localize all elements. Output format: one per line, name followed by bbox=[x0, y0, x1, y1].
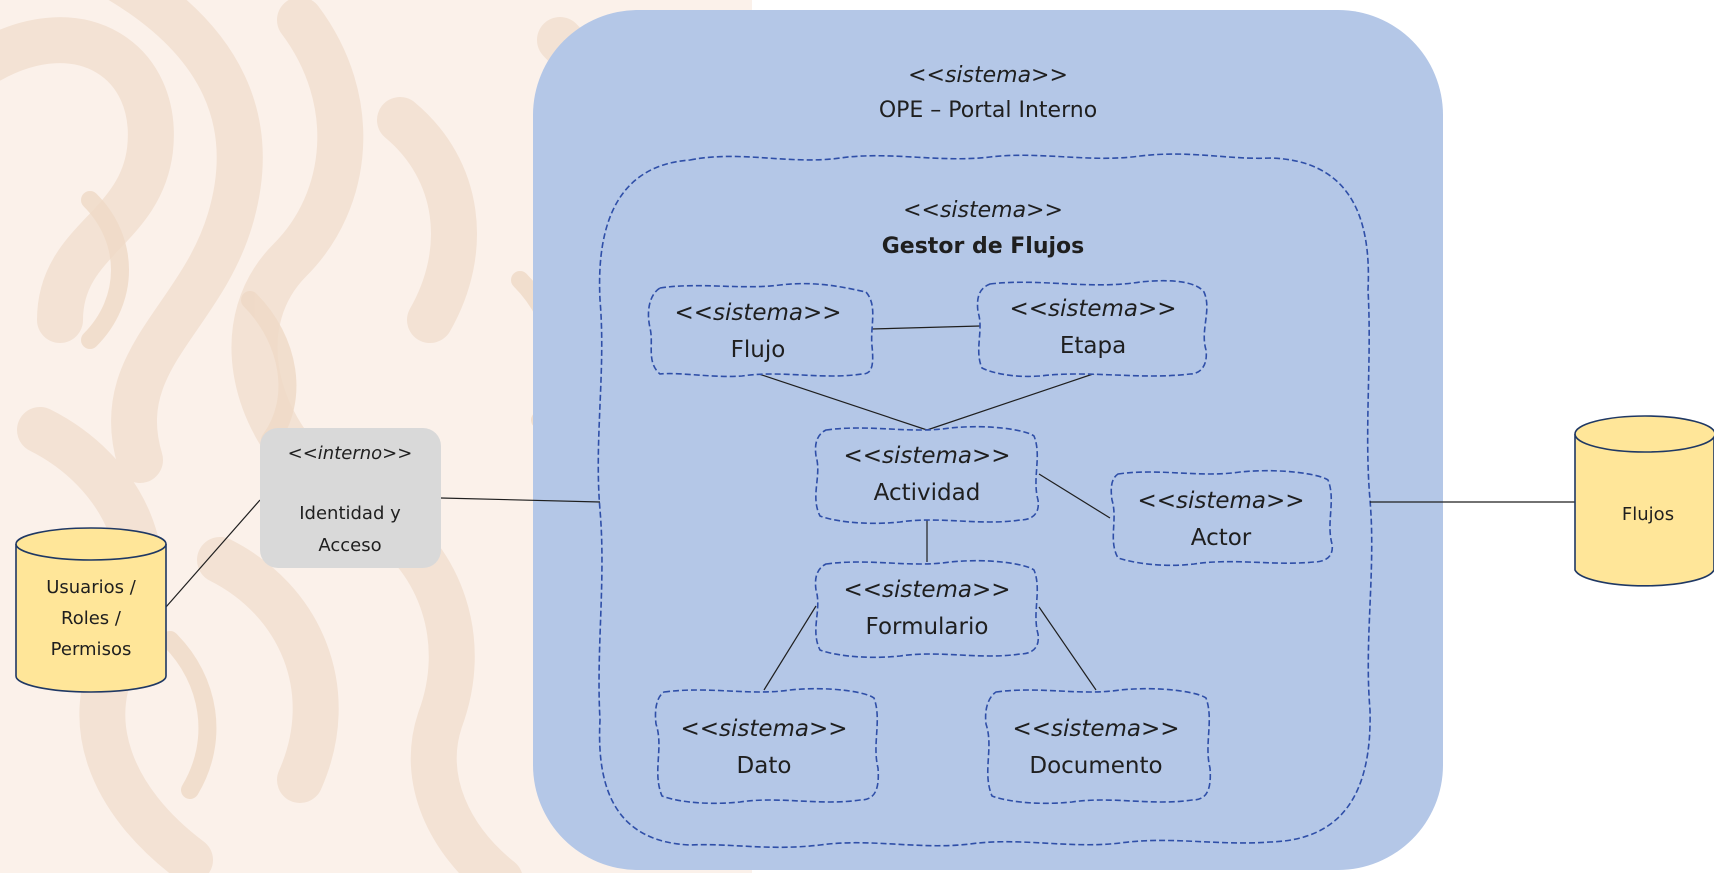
component-flujo-shape bbox=[647, 282, 874, 378]
component-documento: <<sistema>> Documento bbox=[984, 687, 1212, 805]
edge-identity-manager bbox=[440, 497, 601, 503]
users-db-line1: Usuarios / bbox=[46, 577, 137, 598]
component-actor-shape bbox=[1110, 469, 1334, 567]
edge-formulario-dato bbox=[763, 605, 817, 691]
component-dato-stereotype: <<sistema>> bbox=[680, 716, 847, 742]
users-db-line2: Roles / bbox=[61, 608, 122, 629]
users-database-top bbox=[15, 527, 167, 561]
component-etapa-stereotype: <<sistema>> bbox=[1009, 296, 1176, 322]
component-formulario-name: Formulario bbox=[866, 614, 989, 640]
component-flujo: <<sistema>> Flujo bbox=[647, 282, 874, 378]
component-actividad-stereotype: <<sistema>> bbox=[843, 443, 1010, 469]
component-dato-name: Dato bbox=[737, 753, 792, 779]
component-formulario: <<sistema>> Formulario bbox=[814, 559, 1040, 659]
identity-line1: Identidad y bbox=[299, 503, 401, 524]
edge-flujo-actividad bbox=[758, 373, 928, 431]
component-etapa-shape bbox=[976, 279, 1208, 378]
connectors bbox=[165, 325, 1575, 691]
edge-actividad-actor bbox=[1038, 473, 1111, 519]
component-actividad-shape bbox=[814, 425, 1040, 525]
component-etapa-name: Etapa bbox=[1060, 333, 1126, 359]
outer-system-stereotype: <<sistema>> bbox=[908, 63, 1068, 88]
flows-database-top bbox=[1574, 415, 1714, 453]
component-formulario-stereotype: <<sistema>> bbox=[843, 577, 1010, 603]
manager-title: Gestor de Flujos bbox=[882, 234, 1085, 259]
component-formulario-shape bbox=[814, 559, 1040, 659]
identity-access-shape bbox=[260, 428, 441, 568]
edge-flujo-etapa bbox=[870, 325, 981, 330]
component-dato-shape bbox=[654, 687, 880, 805]
identity-line2: Acceso bbox=[318, 535, 381, 556]
users-database: Usuarios / Roles / Permisos bbox=[15, 527, 167, 693]
component-documento-stereotype: <<sistema>> bbox=[1012, 716, 1179, 742]
identity-stereotype: <<interno>> bbox=[288, 443, 413, 464]
manager-stereotype: <<sistema>> bbox=[903, 198, 1063, 223]
users-db-line3: Permisos bbox=[51, 639, 132, 660]
component-actividad: <<sistema>> Actividad bbox=[814, 425, 1040, 525]
flows-database-body bbox=[1574, 434, 1714, 587]
component-actor-name: Actor bbox=[1191, 525, 1252, 551]
component-actor: <<sistema>> Actor bbox=[1110, 469, 1334, 567]
edge-etapa-actividad bbox=[926, 372, 1097, 431]
component-actividad-name: Actividad bbox=[874, 480, 981, 506]
flows-database: Flujos bbox=[1574, 415, 1714, 587]
component-etapa: <<sistema>> Etapa bbox=[976, 279, 1208, 378]
identity-access-box: <<interno>> Identidad y Acceso bbox=[260, 428, 441, 568]
outer-system-title: OPE – Portal Interno bbox=[879, 98, 1097, 123]
component-flujo-stereotype: <<sistema>> bbox=[674, 300, 841, 326]
flows-db-label: Flujos bbox=[1622, 504, 1674, 525]
component-dato: <<sistema>> Dato bbox=[654, 687, 880, 805]
component-documento-name: Documento bbox=[1029, 753, 1162, 779]
component-actor-stereotype: <<sistema>> bbox=[1137, 488, 1304, 514]
users-database-body bbox=[15, 544, 167, 693]
component-documento-shape bbox=[984, 687, 1212, 805]
edge-formulario-documento bbox=[1038, 606, 1097, 691]
component-flujo-name: Flujo bbox=[731, 337, 786, 363]
edge-userdb-identity bbox=[165, 499, 261, 608]
